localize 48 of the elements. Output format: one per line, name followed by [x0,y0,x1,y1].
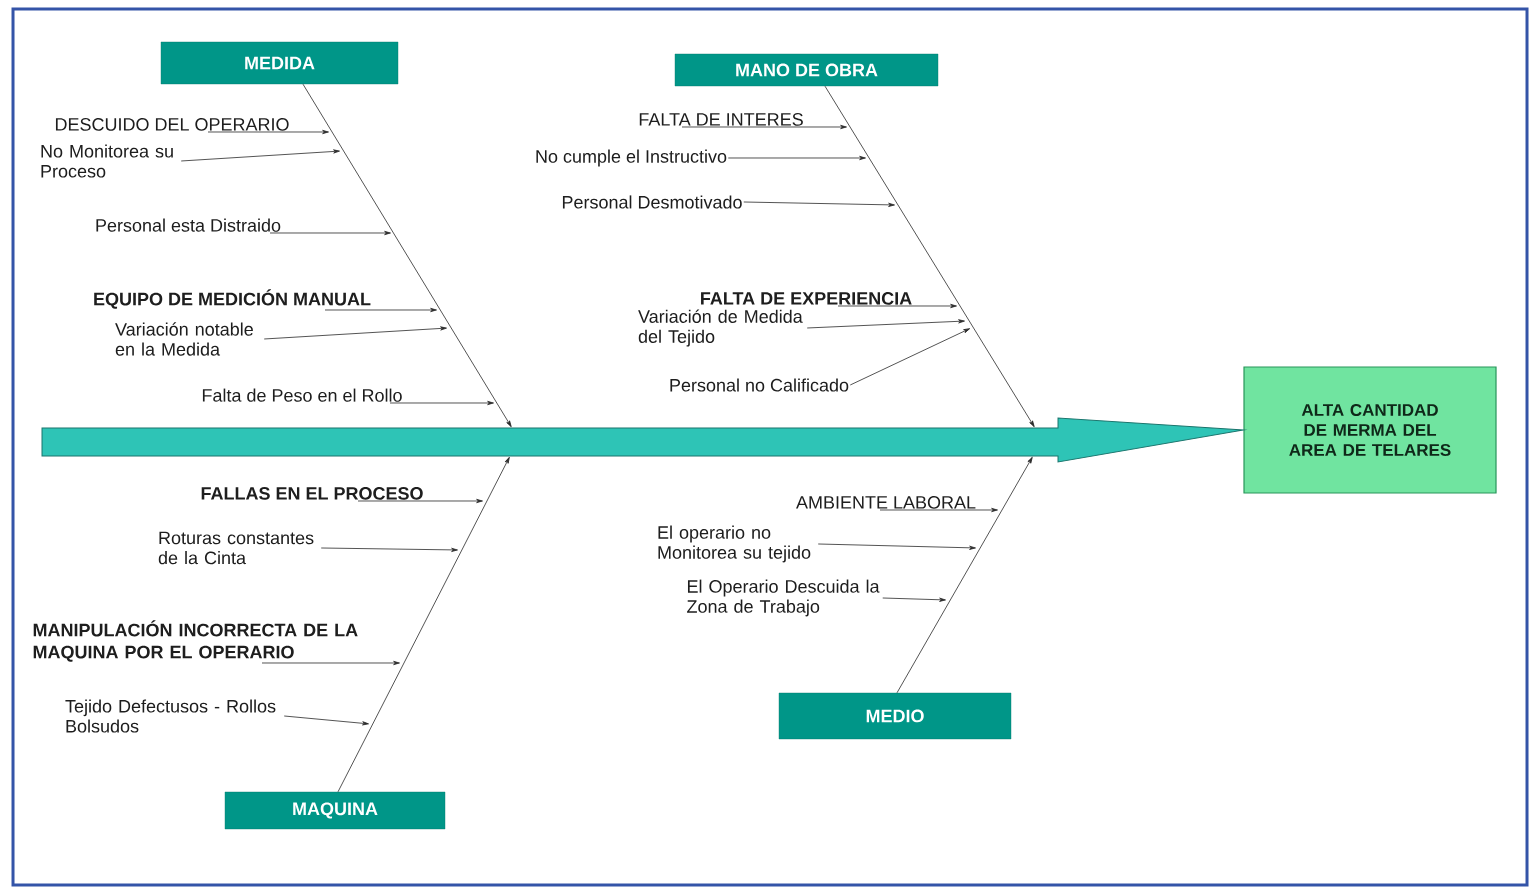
bone-arrow [337,456,510,793]
cause-arrow [283,715,369,726]
category-box: MEDIO [778,692,1012,740]
cause-text: El operario no Monitorea su tejido [658,525,811,563]
cause-text: Personal no Calificado [670,378,849,392]
cause-arrow [837,303,957,309]
cause-arrow [727,155,866,161]
cause-text: Personal Desmotivado [562,195,742,209]
cause-text: AMBIENTE LABORAL [796,496,976,509]
bone-arrow [824,85,1035,428]
cause-arrow [207,129,329,135]
cause-arrow [357,498,483,504]
category-box: MEDIDA [160,41,399,85]
effect-box: ALTA CANTIDAD DE MERMA DEL AREA DE TELARES [1243,366,1497,494]
cause-text: Variación notable en la Medida [115,322,253,356]
cause-text: No Monitorea su Proceso [41,144,173,178]
cause-arrow [261,660,400,666]
cause-arrow [817,543,976,550]
cause-text: Falta de Peso en el Rollo [202,388,402,402]
cause-text: No cumple el Instructivo [536,149,727,167]
cause-arrow [743,201,895,207]
cause-heading: EQUIPO DE MEDICIÓN MANUAL [94,289,371,309]
bone-arrow [896,456,1033,694]
category-box: MAQUINA [224,791,446,830]
cause-text: Tejido Defectusos - Rollos Bolsudos [65,699,276,733]
cause-arrow [879,507,998,513]
bone-arrow [302,83,512,428]
cause-text: Roturas constantes de la Cinta [158,531,314,565]
cause-arrow [320,547,458,552]
cause-arrow [882,597,946,602]
cause-heading: MANIPULACIÓN INCORRECTA DE LA MAQUINA POR EL OPERARIO [33,620,358,662]
cause-arrow [681,124,847,130]
spine-arrow [41,417,1244,463]
cause-arrow [806,319,965,329]
cause-text: Variación de Medida del Tejido [638,309,803,347]
cause-text: Personal esta Distraido [96,218,281,232]
category-box: MANO DE OBRA [674,53,939,87]
cause-arrow [389,400,494,406]
cause-arrow [849,328,971,386]
cause-text: FALTA DE INTERES [639,113,803,126]
cause-text: El Operario Descuida la Zona de Trabajo [687,579,880,617]
cause-heading: FALLAS EN EL PROCESO [201,487,423,500]
cause-arrow [269,230,391,236]
cause-arrow [180,149,340,162]
cause-text: DESCUIDO DEL OPERARIO [55,118,289,131]
cause-arrow [263,326,447,340]
cause-heading: FALTA DE EXPERIENCIA [701,292,912,305]
cause-arrow [324,307,437,313]
